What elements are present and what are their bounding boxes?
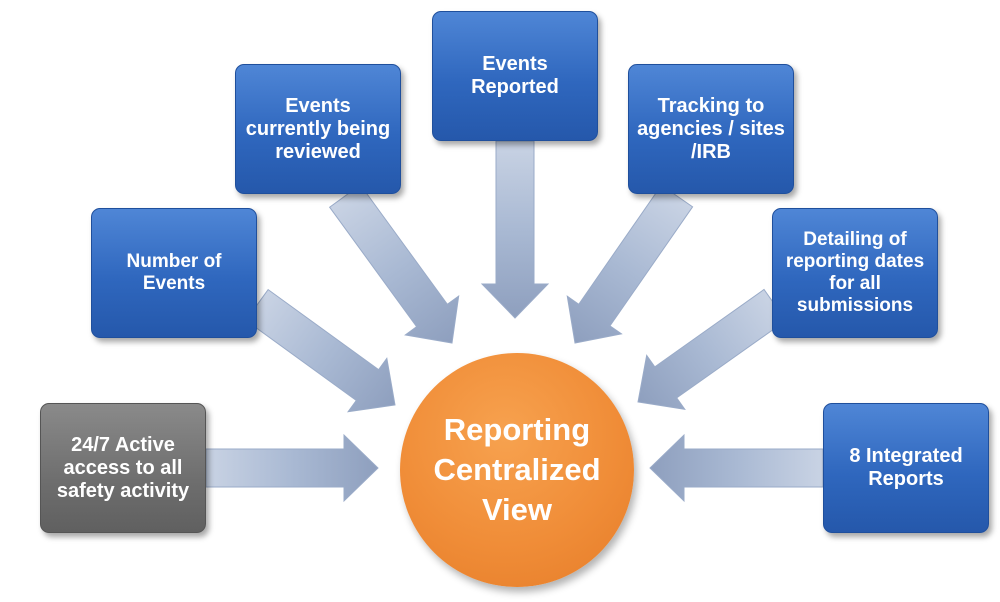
box-detailing: Detailing of reporting dates for all sub… xyxy=(772,208,938,338)
arrow-active-access xyxy=(205,433,379,503)
center-node: Reporting Centralized View xyxy=(400,353,634,587)
arrow-events-reported xyxy=(480,140,550,319)
arrow-events-reviewed xyxy=(328,184,460,344)
box-events-reviewed: Events currently being reviewed xyxy=(235,64,401,194)
box-number-of-events: Number of Events xyxy=(91,208,257,338)
box-events-reviewed-label: Events currently being reviewed xyxy=(245,94,391,163)
box-integrated-reports: 8 Integrated Reports xyxy=(823,403,989,533)
box-detailing-label: Detailing of reporting dates for all sub… xyxy=(785,229,925,316)
box-active-access: 24/7 Active access to all safety activit… xyxy=(40,403,206,533)
box-tracking: Tracking to agencies / sites /IRB xyxy=(628,64,794,194)
box-active-access-label: 24/7 Active access to all safety activit… xyxy=(56,433,190,502)
box-tracking-label: Tracking to agencies / sites /IRB xyxy=(637,94,785,163)
arrow-integrated-reports xyxy=(649,433,824,503)
arrow-number-of-events xyxy=(245,288,396,413)
box-integrated-reports-label: 8 Integrated Reports xyxy=(849,445,963,490)
arrow-tracking xyxy=(566,184,694,344)
box-number-of-events-label: Number of Events xyxy=(126,251,222,294)
box-events-reported-label: Events Reported xyxy=(471,53,559,98)
arrow-detailing xyxy=(637,288,787,410)
box-events-reported: Events Reported xyxy=(432,11,598,141)
center-node-label: Reporting Centralized View xyxy=(433,411,601,528)
